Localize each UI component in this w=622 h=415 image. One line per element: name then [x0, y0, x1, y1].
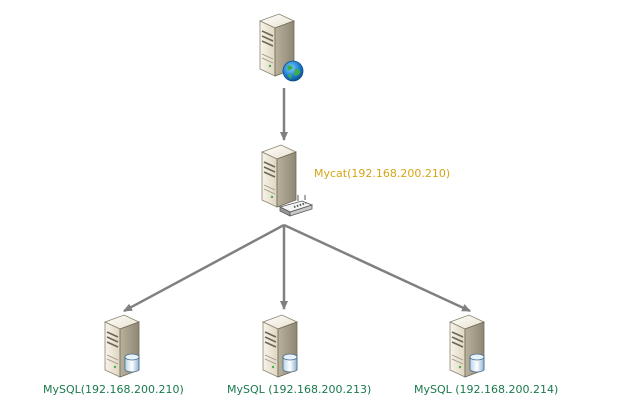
- server-with-router-icon: [261, 144, 314, 217]
- database-server-icon: [104, 314, 140, 378]
- database-server-icon: [449, 314, 485, 378]
- mycat-node-label: Mycat(192.168.200.210): [314, 167, 451, 180]
- mysql-node-label-3: MySQL (192.168.200.214): [414, 383, 559, 396]
- mycat-to-db1-arrow: [123, 223, 285, 313]
- mysql-node-label-2: MySQL (192.168.200.213): [227, 383, 372, 396]
- mycat-to-db3-arrow: [283, 223, 471, 313]
- web-server-globe-icon: [259, 13, 304, 82]
- mysql-node-label-1: MySQL(192.168.200.210): [43, 383, 184, 396]
- database-server-icon: [262, 314, 298, 378]
